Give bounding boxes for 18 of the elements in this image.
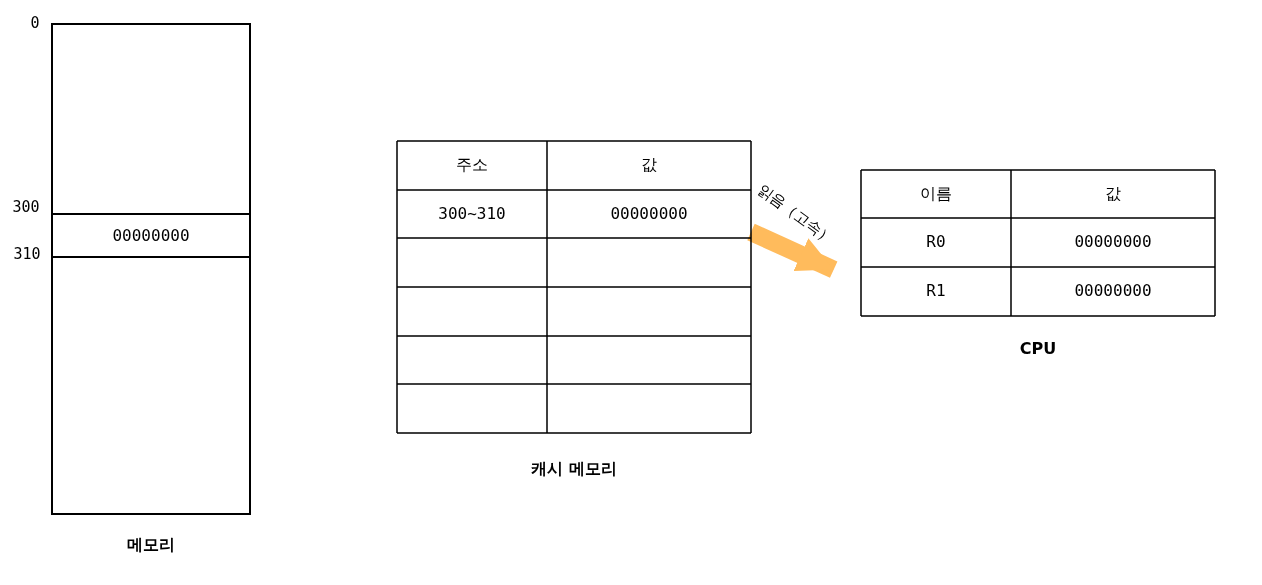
column-header: 값 [641, 155, 657, 175]
column-header: 주소 [456, 155, 488, 175]
register-name: R1 [926, 281, 946, 301]
register-value: 00000000 [1074, 281, 1152, 301]
address-mark: 0 [30, 14, 40, 32]
address-mark: 310 [13, 245, 41, 263]
register-value: 00000000 [1074, 232, 1152, 252]
arrow [747, 223, 838, 278]
address-mark: 300 [12, 198, 40, 216]
data-value: 00000000 [610, 204, 688, 224]
address-value: 300~310 [438, 204, 506, 224]
column-header: 값 [1105, 184, 1121, 204]
memory-caption: 메모리 [127, 535, 175, 555]
cpu-caption: CPU [1019, 339, 1057, 359]
cache-caption: 캐시 메모리 [531, 459, 617, 479]
column-header: 이름 [920, 184, 952, 204]
register-name: R0 [926, 232, 946, 252]
memory-segment: 00000000 [51, 213, 251, 258]
